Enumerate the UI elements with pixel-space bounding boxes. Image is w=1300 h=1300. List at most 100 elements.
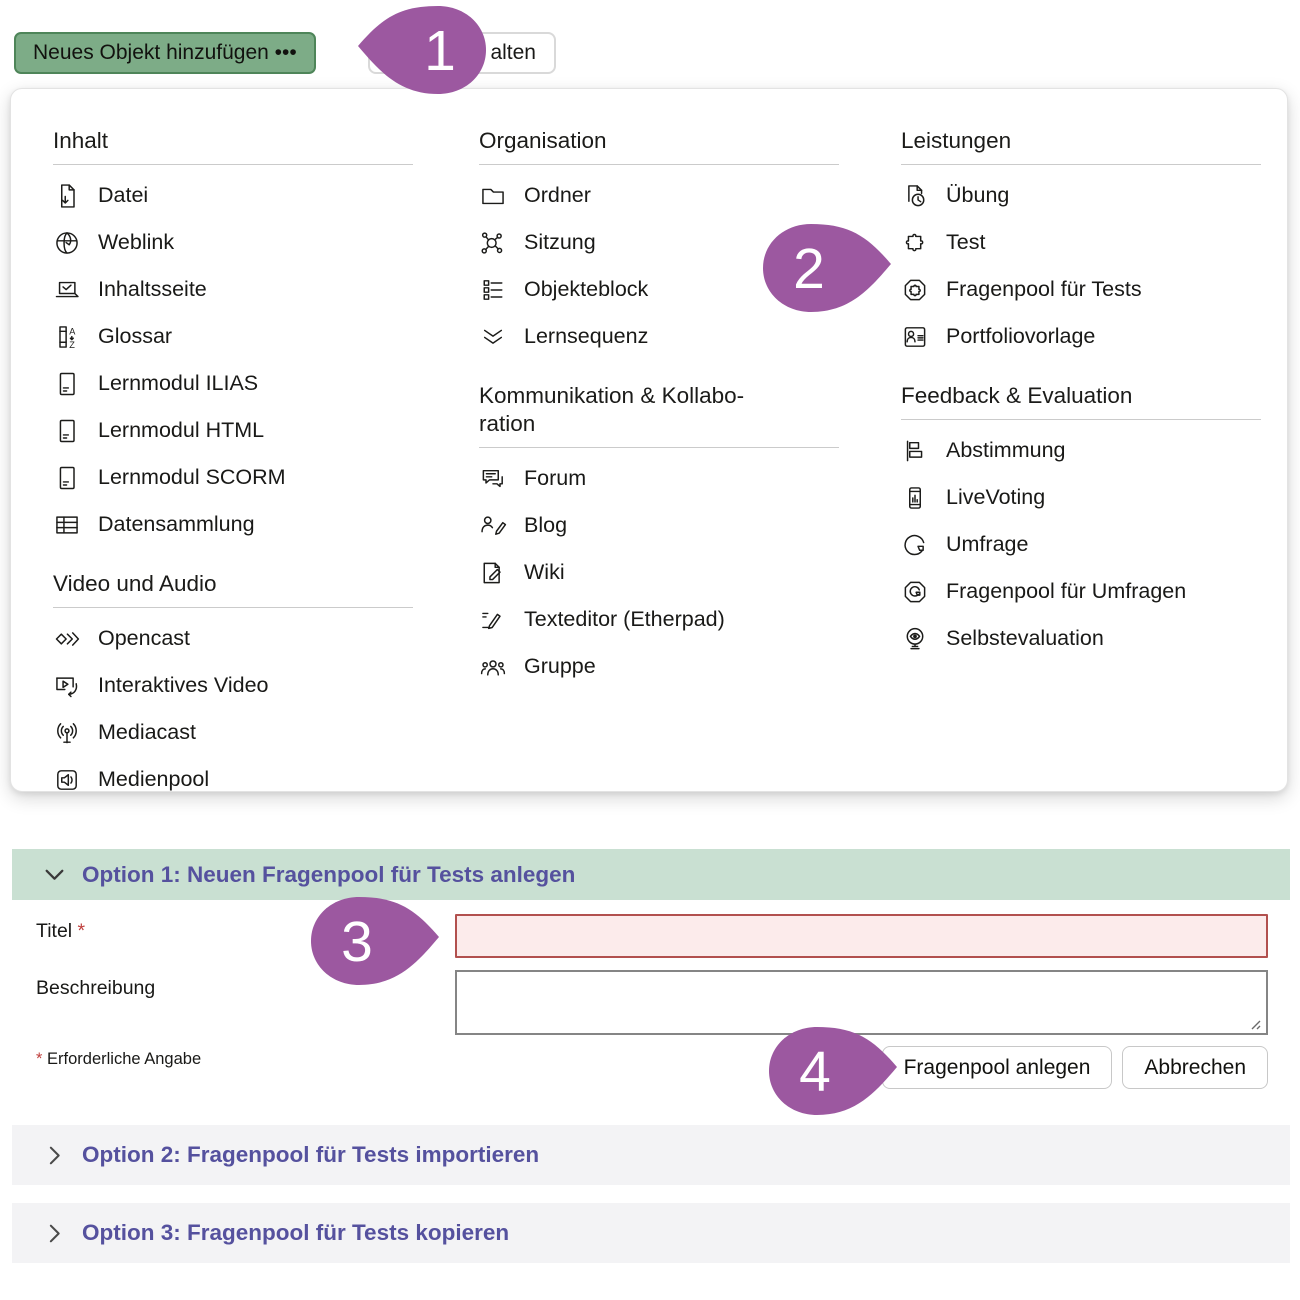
- menu-item-blog[interactable]: Blog: [479, 502, 839, 549]
- title-input[interactable]: [455, 914, 1268, 958]
- section-title-organisation: Organisation: [479, 119, 839, 165]
- mirror-eye-icon: [901, 625, 929, 653]
- menu-item-label: Weblink: [98, 230, 175, 254]
- chevron-right-icon: [42, 1221, 67, 1246]
- menu-item-sitzung[interactable]: Sitzung: [479, 219, 839, 266]
- required-note: * Erforderliche Angabe: [36, 1050, 202, 1068]
- option3-title: Option 3: Fragenpool für Tests kopieren: [82, 1220, 510, 1245]
- svg-text:3: 3: [341, 910, 373, 974]
- cancel-button[interactable]: Abbrechen: [1122, 1046, 1268, 1089]
- network-icon: [479, 229, 507, 257]
- puzzle-box-icon: [901, 276, 929, 304]
- interactive-video-icon: [53, 672, 81, 700]
- phone-chart-icon: [901, 484, 929, 512]
- menu-item-label: Inhaltsseite: [98, 277, 207, 301]
- menu-item-lernmodul-scorm[interactable]: Lernmodul SCORM: [53, 454, 413, 501]
- option1-title: Option 1: Neuen Fragenpool für Tests anl…: [82, 861, 576, 887]
- bars-chart-icon: [901, 437, 929, 465]
- menu-item-label: Blog: [524, 513, 568, 537]
- learn-module-icon: [53, 417, 81, 445]
- opencast-icon: [53, 625, 81, 653]
- create-pool-button[interactable]: Fragenpool anlegen: [881, 1046, 1113, 1089]
- menu-item-label: Lernmodul SCORM: [98, 465, 286, 489]
- pie-chart-icon: [901, 531, 929, 559]
- menu-item-texteditor-etherpad[interactable]: Texteditor (Etherpad): [479, 596, 839, 643]
- menu-item-opencast[interactable]: Opencast: [53, 615, 413, 662]
- list-blocks-icon: [479, 276, 507, 304]
- broadcast-icon: [53, 719, 81, 747]
- folder-icon: [479, 182, 507, 210]
- manage-button-partially-hidden[interactable]: alten: [368, 32, 556, 74]
- learn-module-icon: [53, 464, 81, 492]
- section-title-kommunikation-kollabo-ration: Kommunikation & Kollabo- ration: [479, 374, 839, 448]
- section-title-inhalt: Inhalt: [53, 119, 413, 165]
- menu-item-datei[interactable]: Datei: [53, 172, 413, 219]
- menu-item-label: Ordner: [524, 183, 591, 207]
- double-chevron-icon: [479, 323, 507, 351]
- menu-item-label: Abstimmung: [946, 438, 1066, 462]
- menu-item-label: Übung: [946, 183, 1010, 207]
- required-asterisk: *: [77, 920, 86, 942]
- menu-item-gruppe[interactable]: Gruppe: [479, 643, 839, 690]
- menu-item-fragenpool-f-r-umfragen[interactable]: Fragenpool für Umfragen: [901, 568, 1261, 615]
- menu-item-label: Gruppe: [524, 654, 596, 678]
- globe-icon: [53, 229, 81, 257]
- menu-item-label: Sitzung: [524, 230, 596, 254]
- menu-item-livevoting[interactable]: LiveVoting: [901, 474, 1261, 521]
- menu-item-selbstevaluation[interactable]: Selbstevaluation: [901, 615, 1261, 662]
- learn-module-icon: [53, 370, 81, 398]
- people-group-icon: [479, 653, 507, 681]
- menu-item-wiki[interactable]: Wiki: [479, 549, 839, 596]
- description-textarea[interactable]: [455, 970, 1268, 1035]
- menu-item-lernmodul-html[interactable]: Lernmodul HTML: [53, 407, 413, 454]
- person-pencil-icon: [479, 512, 507, 540]
- menu-item-datensammlung[interactable]: Datensammlung: [53, 501, 413, 548]
- option2-accordion-header[interactable]: Option 2: Fragenpool für Tests importier…: [12, 1125, 1290, 1185]
- data-table-icon: [53, 511, 81, 539]
- option3-accordion-header[interactable]: Option 3: Fragenpool für Tests kopieren: [12, 1203, 1290, 1263]
- menu-item-mediacast[interactable]: Mediacast: [53, 709, 413, 756]
- menu-item-label: Fragenpool für Tests: [946, 277, 1142, 301]
- chevron-right-icon: [42, 1143, 67, 1168]
- menu-item-portfoliovorlage[interactable]: Portfoliovorlage: [901, 313, 1261, 360]
- step-marker-4: 4: [767, 1025, 899, 1117]
- chevron-down-icon: [42, 862, 67, 887]
- menu-item-test[interactable]: Test: [901, 219, 1261, 266]
- menu-item-weblink[interactable]: Weblink: [53, 219, 413, 266]
- menu-item-umfrage[interactable]: Umfrage: [901, 521, 1261, 568]
- step-marker-3: 3: [309, 895, 441, 987]
- pencil-lines-icon: [479, 606, 507, 634]
- menu-item-lernmodul-ilias[interactable]: Lernmodul ILIAS: [53, 360, 413, 407]
- menu-item-bung[interactable]: Übung: [901, 172, 1261, 219]
- menu-item-label: Umfrage: [946, 532, 1029, 556]
- menu-item-label: Datei: [98, 183, 149, 207]
- menu-item-lernsequenz[interactable]: Lernsequenz: [479, 313, 839, 360]
- menu-item-ordner[interactable]: Ordner: [479, 172, 839, 219]
- menu-item-interaktives-video[interactable]: Interaktives Video: [53, 662, 413, 709]
- svg-text:4: 4: [799, 1040, 831, 1104]
- add-object-button[interactable]: Neues Objekt hinzufügen •••: [14, 32, 316, 74]
- menu-item-inhaltsseite[interactable]: Inhaltsseite: [53, 266, 413, 313]
- menu-item-label: Selbstevaluation: [946, 626, 1104, 650]
- menu-item-label: Objekteblock: [524, 277, 649, 301]
- menu-item-label: Lernmodul ILIAS: [98, 371, 259, 395]
- menu-item-forum[interactable]: Forum: [479, 455, 839, 502]
- option1-accordion-header[interactable]: Option 1: Neuen Fragenpool für Tests anl…: [12, 849, 1290, 900]
- menu-item-medienpool[interactable]: Medienpool: [53, 756, 413, 803]
- menu-item-objekteblock[interactable]: Objekteblock: [479, 266, 839, 313]
- menu-item-fragenpool-f-r-tests[interactable]: Fragenpool für Tests: [901, 266, 1261, 313]
- menu-item-label: Lernsequenz: [524, 324, 649, 348]
- menu-item-abstimmung[interactable]: Abstimmung: [901, 427, 1261, 474]
- id-card-icon: [901, 323, 929, 351]
- menu-item-label: LiveVoting: [946, 485, 1046, 509]
- speech-bubbles-icon: [479, 465, 507, 493]
- menu-item-label: Medienpool: [98, 767, 210, 791]
- menu-item-label: Opencast: [98, 626, 191, 650]
- menu-item-label: Texteditor (Etherpad): [524, 607, 725, 631]
